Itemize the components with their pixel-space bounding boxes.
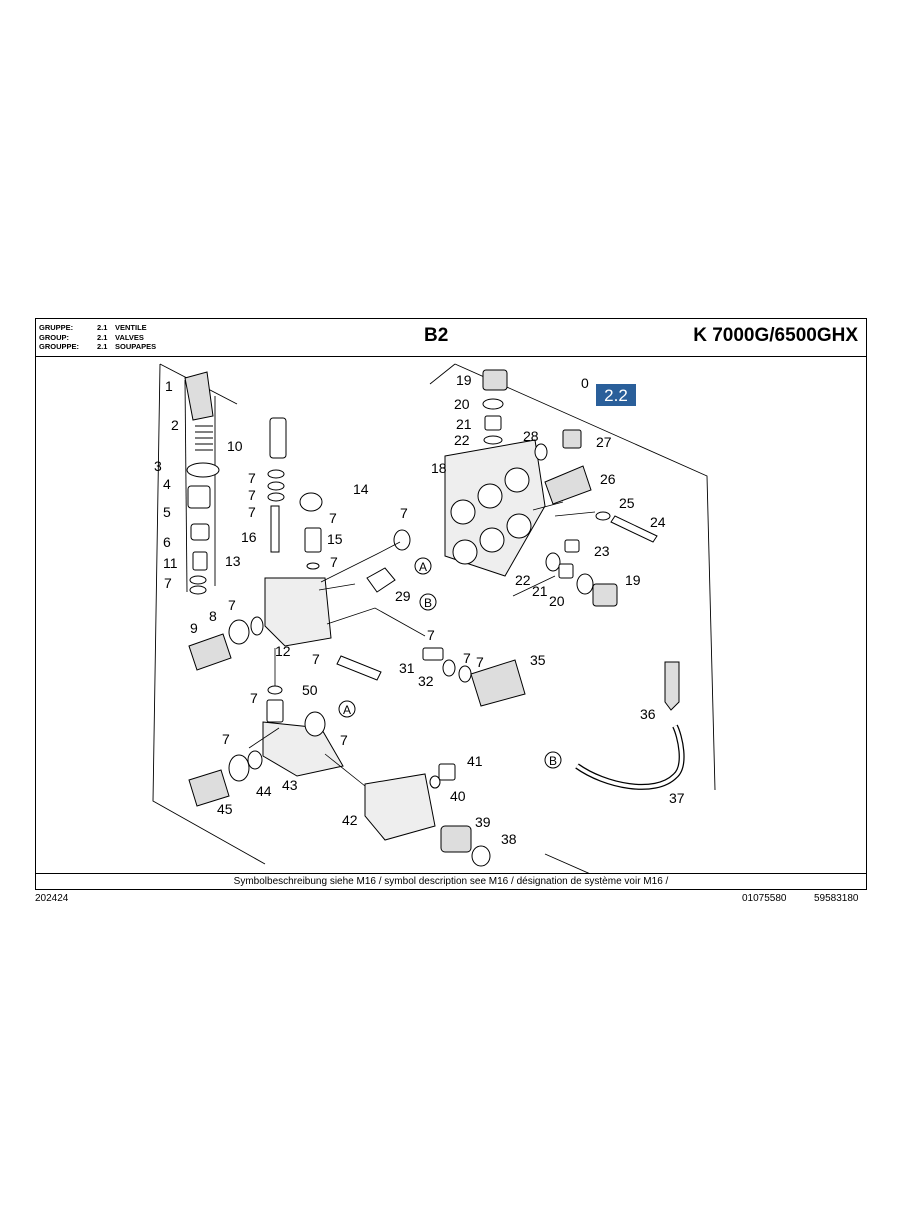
- part-label: 22: [515, 572, 531, 588]
- part-label: 45: [217, 801, 233, 817]
- reference-marker: B: [419, 593, 437, 611]
- group-value: VALVES: [115, 332, 144, 342]
- part-label: 7: [476, 654, 484, 670]
- doc-number-left: 202424: [35, 893, 69, 904]
- reference-marker: A: [338, 700, 356, 718]
- group-row-fr: GROUPPE: 2.1 SOUPAPES: [39, 342, 156, 352]
- part-label: 15: [327, 531, 343, 547]
- part-label: 13: [225, 553, 241, 569]
- part-label: 31: [399, 660, 415, 676]
- part-label: 7: [312, 651, 320, 667]
- assembly-badge-label: 2.2: [604, 386, 628, 405]
- part-label: 42: [342, 812, 358, 828]
- part-label: 1: [165, 378, 173, 394]
- reference-marker: B: [544, 751, 562, 769]
- part-label: 9: [190, 620, 198, 636]
- group-number: 2.1: [97, 342, 108, 351]
- group-key: GROUP:: [39, 332, 69, 342]
- part-label: 37: [669, 790, 685, 806]
- part-label: 6: [163, 534, 171, 550]
- part-label: 20: [454, 396, 470, 412]
- symbol-note: Symbolbeschreibung siehe M16 / symbol de…: [36, 873, 866, 889]
- doc-number-right-2: 59583180: [814, 893, 859, 904]
- group-number: 2.1: [97, 332, 108, 342]
- part-shapes: [184, 369, 685, 867]
- part-label: 44: [256, 783, 272, 799]
- part-label: 4: [163, 476, 171, 492]
- part-label: 28: [523, 428, 539, 444]
- reference-marker: A: [414, 557, 432, 575]
- reference-markers: A B A B: [338, 557, 562, 769]
- part-label: 40: [450, 788, 466, 804]
- part-label: 25: [619, 495, 635, 511]
- part-label: 0: [581, 375, 589, 391]
- part-label: 19: [456, 372, 472, 388]
- part-label: 50: [302, 682, 318, 698]
- leader-lines: [248, 501, 596, 787]
- part-label: 27: [596, 434, 612, 450]
- part-label: 7: [463, 650, 471, 666]
- part-label: 23: [594, 543, 610, 559]
- part-label: 7: [330, 554, 338, 570]
- part-label: 35: [530, 652, 546, 668]
- part-label: 10: [227, 438, 243, 454]
- part-label: 16: [241, 529, 257, 545]
- group-row-de: GRUPPE: 2.1 VENTILE: [39, 323, 156, 333]
- model-title: K 7000G/6500GHX: [693, 325, 858, 346]
- reference-marker-label: B: [549, 754, 557, 768]
- group-key: GRUPPE:: [39, 323, 74, 332]
- group-key: GROUPPE:: [39, 342, 80, 351]
- part-label: 14: [353, 481, 369, 497]
- group-value: SOUPAPES: [115, 342, 157, 351]
- part-label: 38: [501, 831, 517, 847]
- part-label: 7: [400, 505, 408, 521]
- part-label: 7: [340, 732, 348, 748]
- part-label: 24: [650, 514, 666, 530]
- part-label: 18: [431, 460, 447, 476]
- part-label: 2: [171, 417, 179, 433]
- part-label: 20: [549, 593, 565, 609]
- part-label: 22: [454, 432, 470, 448]
- part-label: 11: [163, 555, 178, 571]
- part-label: 8: [209, 608, 217, 624]
- part-label: 26: [600, 471, 616, 487]
- part-label: 21: [456, 416, 472, 432]
- part-label: 5: [163, 504, 171, 520]
- reference-marker-label: A: [343, 703, 351, 717]
- part-label: 7: [427, 627, 435, 643]
- assembly-badge: [596, 384, 636, 406]
- page-code: B2: [424, 325, 449, 346]
- reference-marker-label: A: [419, 560, 427, 574]
- part-label: 19: [625, 572, 641, 588]
- group-row-en: GROUP: 2.1 VALVES: [39, 333, 156, 343]
- part-label: 36: [640, 706, 656, 722]
- part-label: 12: [275, 643, 291, 659]
- reference-marker-label: B: [424, 596, 432, 610]
- group-value: VENTILE: [115, 323, 147, 332]
- doc-number-right-1: 01075580: [742, 893, 787, 904]
- exploded-diagram: 2.2 A B A B 1 2 3 4 5 6 11 13 7 10 7 7 7…: [152, 363, 716, 874]
- part-labels: 1 2 3 4 5 6 11 13 7 10 7 7 7 16 14 7 15 …: [154, 372, 685, 847]
- part-label: 7: [248, 487, 256, 503]
- part-label: 29: [395, 588, 411, 604]
- part-label: 43: [282, 777, 298, 793]
- part-label: 7: [250, 690, 258, 706]
- part-label: 3: [154, 458, 162, 474]
- part-label: 7: [329, 510, 337, 526]
- part-label: 7: [164, 575, 172, 591]
- part-label: 21: [532, 583, 548, 599]
- part-label: 32: [418, 673, 434, 689]
- part-label: 39: [475, 814, 491, 830]
- part-label: 7: [248, 504, 256, 520]
- part-label: 7: [228, 597, 236, 613]
- group-number: 2.1: [97, 323, 108, 332]
- part-label: 7: [222, 731, 230, 747]
- part-label: 41: [467, 753, 483, 769]
- part-label: 7: [248, 470, 256, 486]
